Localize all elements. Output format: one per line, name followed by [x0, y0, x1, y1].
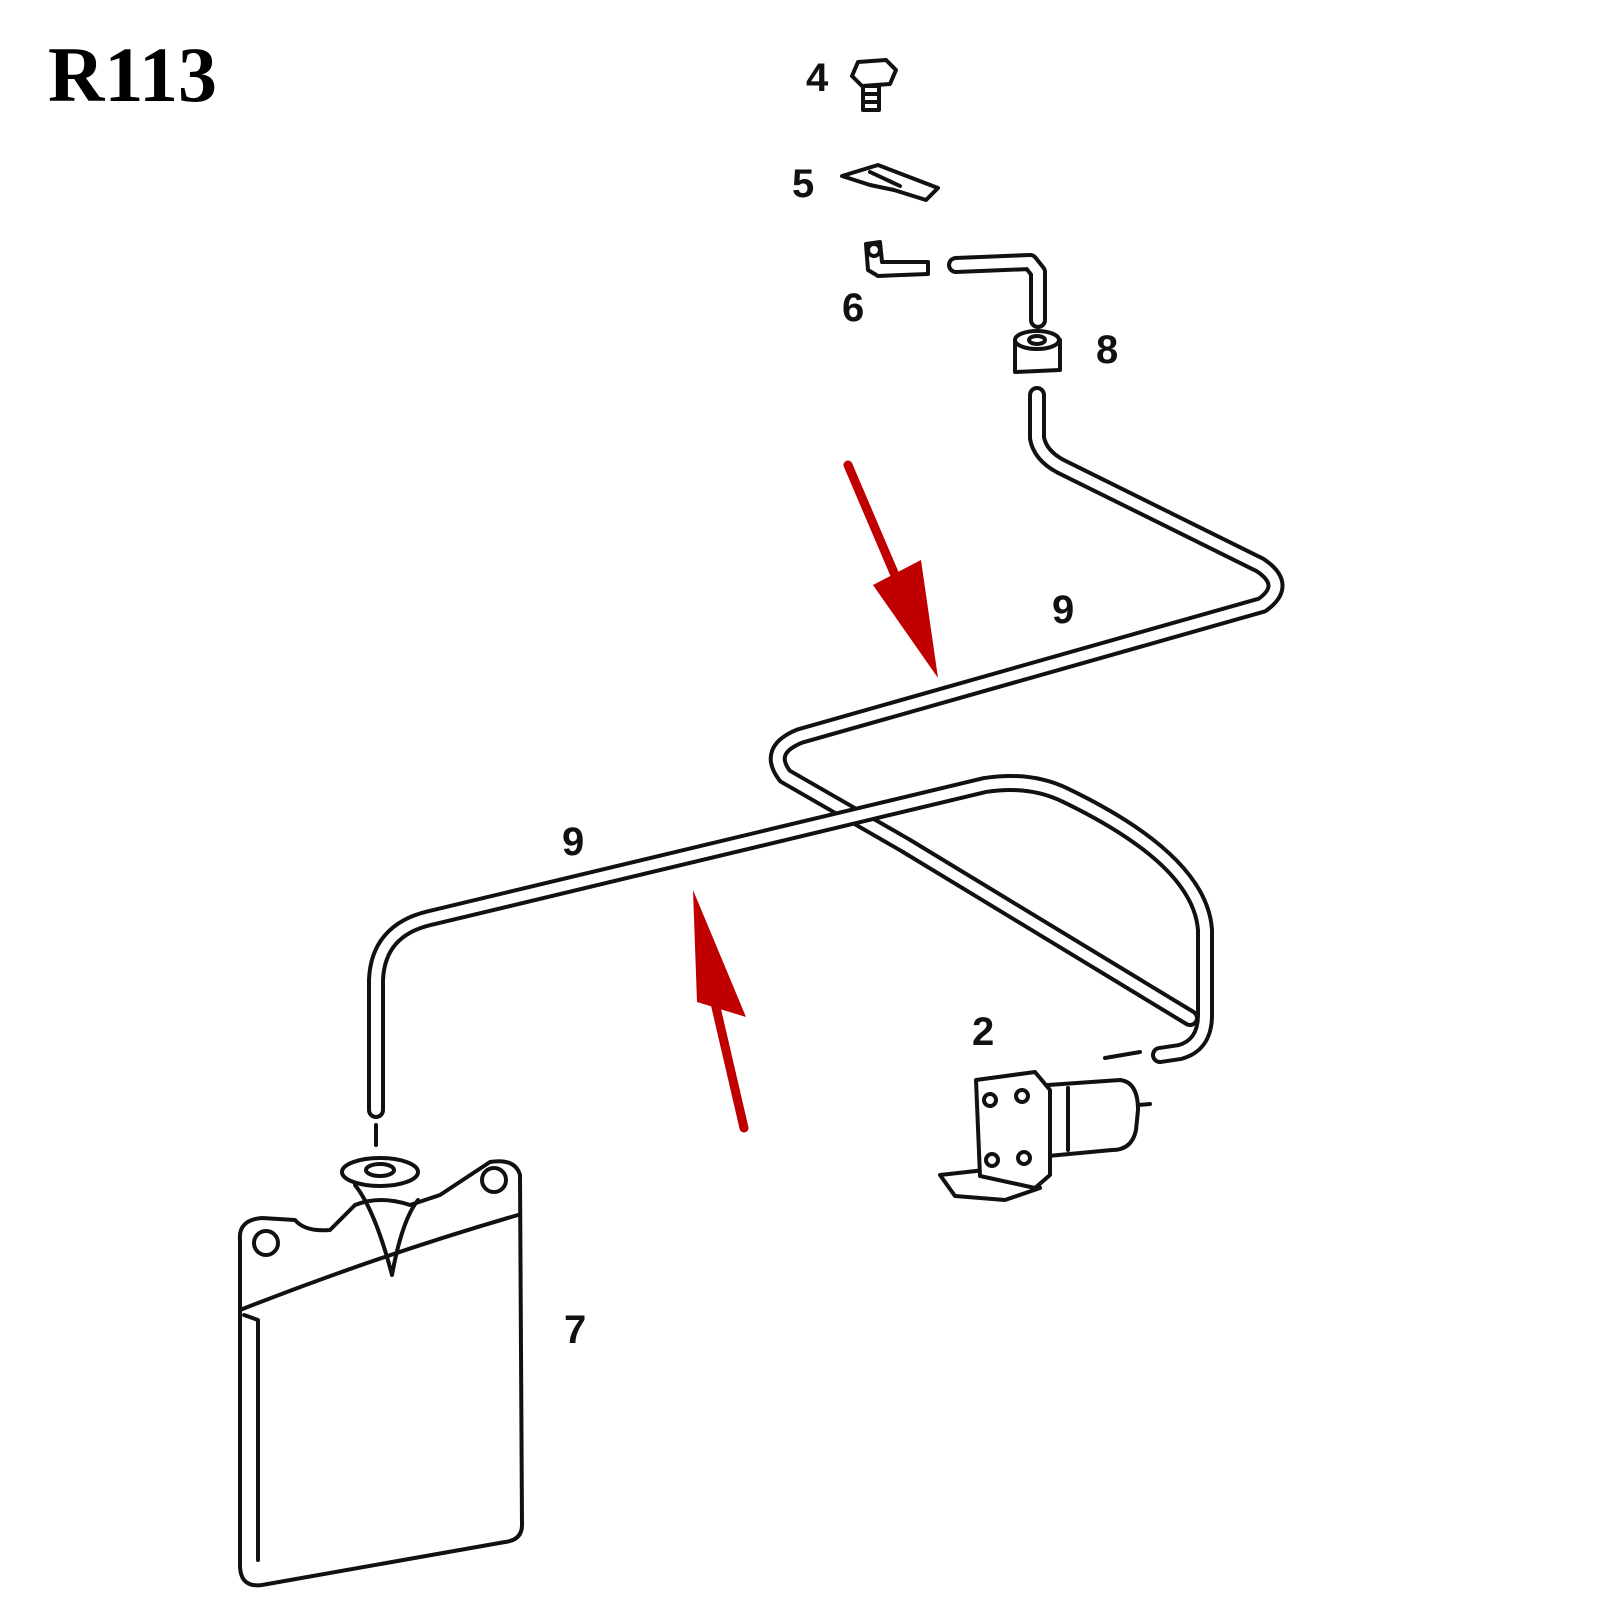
- part-7-reservoir: [237, 1156, 524, 1588]
- part-6-connectors: [864, 240, 1047, 329]
- callout-part-9-lower: 9: [562, 820, 585, 864]
- part-9-hose-upper: [768, 386, 1285, 1027]
- part-4-nozzle: [850, 58, 898, 112]
- diagram-title: R113: [48, 31, 218, 118]
- arrow-down: [843, 460, 938, 678]
- callout-part-7: 7: [564, 1308, 587, 1352]
- callout-part-8: 8: [1096, 328, 1119, 372]
- arrow-up: [693, 890, 749, 1133]
- part-8-grommet: [1013, 329, 1062, 374]
- callout-part-2: 2: [972, 1010, 995, 1054]
- part-9-hose-lower: [367, 773, 1214, 1147]
- callout-part-9-upper: 9: [1052, 588, 1075, 632]
- part-5-clip: [840, 163, 940, 202]
- callout-part-4: 4: [806, 56, 829, 100]
- callout-part-6: 6: [842, 286, 865, 330]
- part-2-pump: [938, 1070, 1152, 1202]
- callout-part-5: 5: [792, 162, 815, 206]
